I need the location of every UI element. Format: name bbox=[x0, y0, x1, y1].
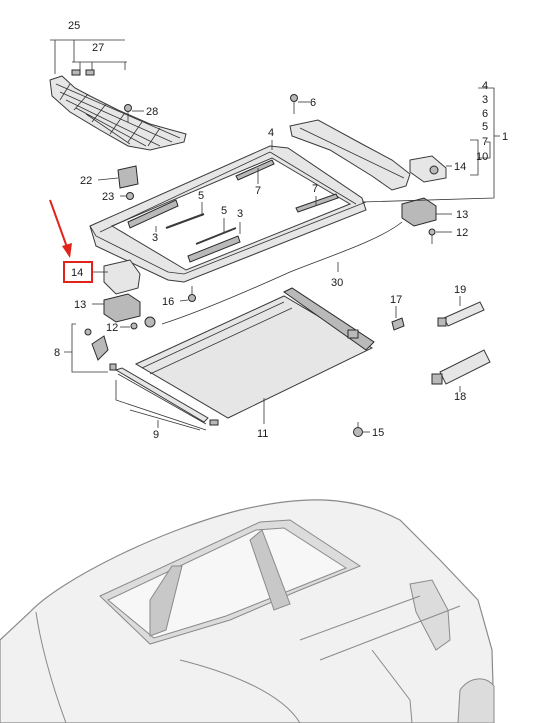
part-11-roller bbox=[283, 287, 375, 351]
part-18-tube bbox=[431, 349, 491, 385]
part-7-guide-rails bbox=[235, 159, 339, 213]
callout-16: 16 bbox=[162, 296, 174, 308]
callout-3-right: 3 bbox=[482, 94, 488, 106]
highlighted-callout-14: 14 bbox=[49, 199, 93, 283]
part-14-right-motor bbox=[409, 155, 447, 183]
part-9-rail bbox=[109, 363, 219, 426]
callout-6: 6 bbox=[310, 97, 316, 109]
part-5-drive-cables bbox=[165, 213, 237, 245]
callout-15: 15 bbox=[372, 427, 384, 439]
callout-1: 1 bbox=[502, 131, 508, 143]
part-3-slides bbox=[127, 199, 241, 263]
callout-3-a: 3 bbox=[152, 232, 158, 244]
callout-7-b: 7 bbox=[312, 183, 318, 195]
part-13-left-motor bbox=[103, 293, 141, 323]
callout-8: 8 bbox=[54, 347, 60, 359]
callout-23: 23 bbox=[102, 191, 114, 203]
part-15-screw bbox=[353, 422, 363, 437]
callout-5-b: 5 bbox=[221, 205, 227, 217]
callout-12-right: 12 bbox=[456, 227, 468, 239]
callout-13: 13 bbox=[74, 299, 86, 311]
part-23-screw bbox=[126, 192, 134, 200]
part-14-left-bracket bbox=[103, 259, 141, 295]
part-27-clips bbox=[71, 69, 95, 76]
part-11-sunshade bbox=[134, 295, 374, 419]
callout-17: 17 bbox=[390, 294, 402, 306]
callout-12: 12 bbox=[106, 322, 118, 334]
leader-lines bbox=[50, 39, 500, 433]
callout-25: 25 bbox=[68, 20, 80, 32]
part-12-left-screw bbox=[130, 322, 138, 330]
part-17-screw bbox=[391, 317, 405, 331]
callout-9: 9 bbox=[153, 429, 159, 441]
part-28-screw bbox=[124, 104, 132, 122]
callout-22: 22 bbox=[80, 175, 92, 187]
callout-13-right: 13 bbox=[456, 209, 468, 221]
part-8-latch bbox=[84, 328, 109, 361]
callout-18: 18 bbox=[454, 391, 466, 403]
car-roof-illustration bbox=[0, 499, 495, 723]
callout-4: 4 bbox=[268, 127, 274, 139]
callout-14-right: 14 bbox=[454, 161, 466, 173]
part-22-bracket bbox=[117, 165, 139, 189]
rear-window bbox=[409, 579, 451, 651]
callout-5-a: 5 bbox=[198, 190, 204, 202]
callout-4-right: 4 bbox=[482, 80, 488, 92]
part-rear-crossmember bbox=[289, 119, 411, 191]
callout-labels: 25 27 28 6 4 3 6 5 7 10 1 4 22 23 7 7 14… bbox=[49, 20, 508, 441]
callout-27: 27 bbox=[92, 42, 104, 54]
callout-7-right: 7 bbox=[482, 136, 488, 148]
part-19-tube bbox=[437, 301, 485, 327]
callout-10: 10 bbox=[476, 151, 488, 163]
callout-30: 30 bbox=[331, 277, 343, 289]
part-4-sunroof-frame bbox=[89, 145, 367, 283]
callout-3-b: 3 bbox=[237, 208, 243, 220]
part-16-screw bbox=[188, 286, 196, 302]
part-6-screw bbox=[290, 94, 298, 114]
callout-7-a: 7 bbox=[255, 185, 261, 197]
part-12-right-screw bbox=[428, 228, 436, 244]
callout-11: 11 bbox=[257, 428, 268, 440]
callout-5-right: 5 bbox=[482, 121, 488, 133]
callout-28: 28 bbox=[146, 106, 158, 118]
part-25-deflector-net bbox=[49, 75, 187, 151]
callout-14: 14 bbox=[71, 267, 83, 279]
part-13-right-motor bbox=[401, 197, 437, 227]
callout-6-right: 6 bbox=[482, 108, 488, 120]
callout-19: 19 bbox=[454, 284, 466, 296]
part-30-cable bbox=[144, 221, 403, 328]
